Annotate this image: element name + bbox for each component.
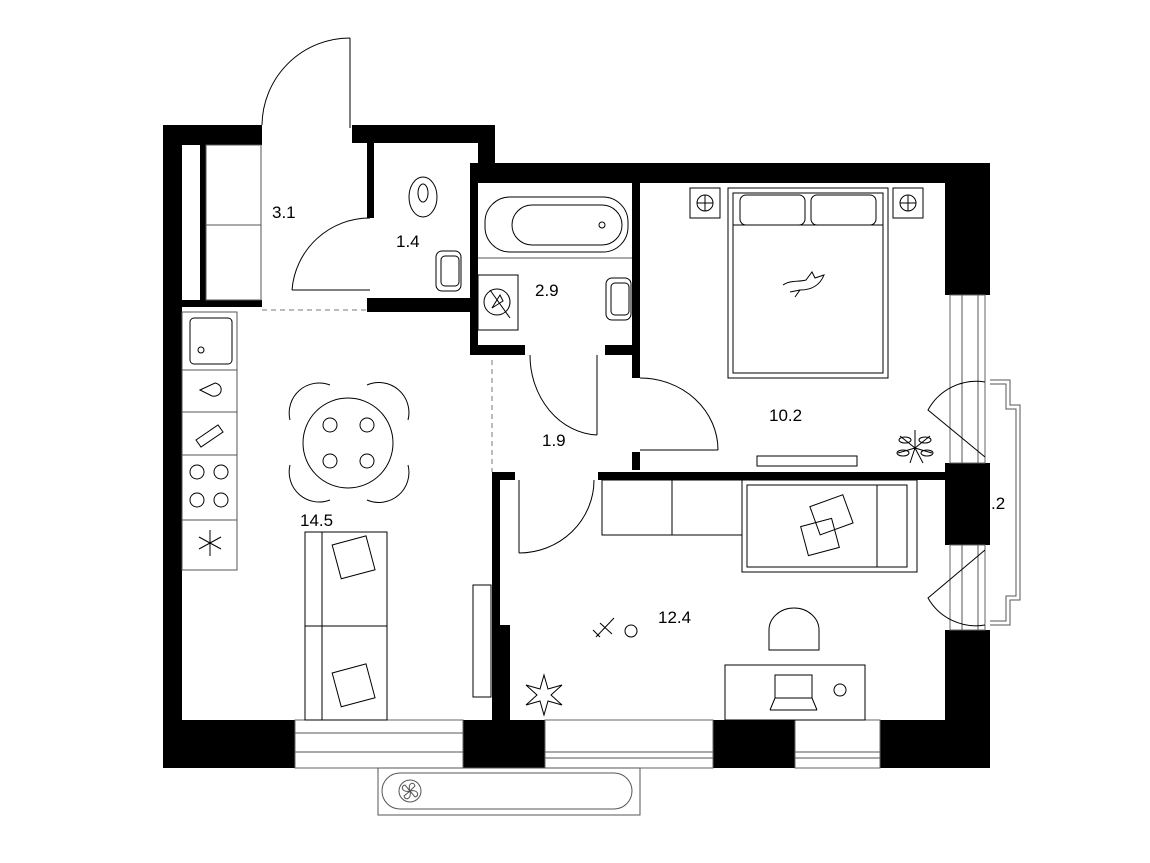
kitchen-counter: [181, 311, 238, 571]
sink-icon-kitchen: [189, 317, 233, 365]
fan-icon: [398, 779, 422, 803]
stove-icon: [189, 464, 229, 508]
toy-plane-icon: [592, 617, 638, 638]
balcony-right-outline: [990, 379, 1021, 626]
windows: [294, 294, 986, 769]
tv: [472, 584, 492, 698]
room-area-kids-room: 12.4: [658, 608, 691, 627]
desk: [724, 664, 866, 721]
nightstand-lamp-icon: [689, 187, 721, 219]
nightstand-lamp-icon: [892, 187, 924, 219]
laptop-icon: [769, 674, 818, 711]
room-area-corridor: 1.9: [542, 431, 566, 450]
sofa: [304, 531, 388, 721]
balcony-bottom: [377, 767, 641, 816]
sink-icon-bath: [605, 277, 632, 321]
plant-icon-kids: [525, 673, 563, 717]
cat-icon: [782, 271, 825, 298]
tv-stand: [756, 455, 858, 467]
headphones-icon: [833, 683, 847, 697]
room-area-kitchen-living: 14.5: [300, 511, 333, 530]
shelf: [601, 479, 743, 536]
room-area-balcony: .2: [991, 494, 1005, 513]
wardrobe: [205, 144, 262, 301]
faucet-icon: [198, 382, 222, 397]
cutting-board-icon: [195, 424, 224, 448]
room-area-toilet: 1.4: [396, 232, 420, 251]
room-area-bedroom: 10.2: [769, 406, 802, 425]
washing-machine-icon: [477, 274, 519, 331]
plant-icon: [896, 430, 934, 464]
room-area-bathroom: 2.9: [535, 281, 559, 300]
desk-chair: [768, 607, 820, 651]
walls: [163, 125, 990, 768]
sink-icon: [435, 250, 462, 292]
bathtub-icon: [484, 196, 629, 253]
fridge-snowflake-icon: [198, 530, 222, 556]
toilet-icon: [408, 176, 438, 218]
single-bed: [741, 479, 918, 573]
dining-table: [288, 382, 410, 503]
double-bed: [727, 187, 889, 379]
doors: [261, 37, 986, 627]
room-area-hallway: 3.1: [272, 203, 296, 222]
